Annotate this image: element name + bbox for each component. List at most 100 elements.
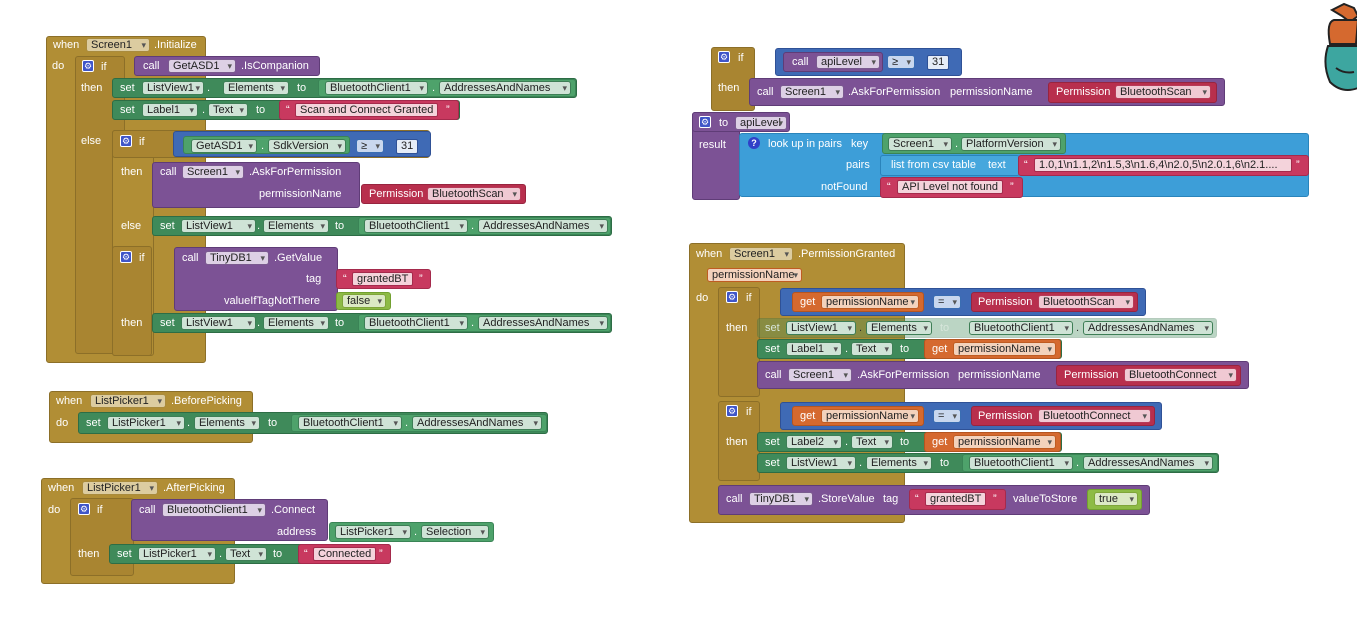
permission-dropdown[interactable]: BluetoothScan <box>427 187 521 201</box>
variable-dropdown[interactable]: permissionName <box>953 342 1056 356</box>
to-label: to <box>900 436 910 448</box>
component-dropdown[interactable]: ListPicker1 <box>107 416 185 430</box>
component-dropdown[interactable]: ListView1 <box>181 219 256 233</box>
if-label: if <box>746 292 752 304</box>
gear-icon[interactable]: ⚙ <box>726 291 738 303</box>
string-literal[interactable]: grantedBT <box>352 272 414 286</box>
variable-dropdown[interactable]: permissionName <box>953 435 1056 449</box>
property-dropdown[interactable]: Elements <box>263 316 329 330</box>
gear-icon[interactable]: ⚙ <box>120 251 132 263</box>
quote: “ <box>1024 159 1028 171</box>
component-dropdown[interactable]: Label1 <box>142 103 198 117</box>
component-dropdown[interactable]: BluetoothClient1 <box>162 503 266 517</box>
param-label: valueToStore <box>1013 493 1078 505</box>
property-dropdown[interactable]: Text <box>225 547 267 561</box>
component-dropdown[interactable]: BluetoothClient1 <box>364 316 468 330</box>
gear-icon[interactable]: ⚙ <box>718 51 730 63</box>
backpack-icon[interactable] <box>1320 2 1357 94</box>
component-dropdown[interactable]: ListPicker1 <box>335 525 411 539</box>
method-name: .IsCompanion <box>241 60 309 72</box>
operator-dropdown[interactable]: ≥ <box>356 139 384 153</box>
component-dropdown[interactable]: Screen1 <box>888 137 952 151</box>
string-literal[interactable]: API Level not found <box>897 180 1004 194</box>
component-dropdown[interactable]: GetASD1 <box>168 59 236 73</box>
result-label: result <box>699 139 726 151</box>
operator-dropdown[interactable]: = <box>933 295 961 309</box>
number-literal[interactable]: 31 <box>927 55 950 70</box>
component-dropdown[interactable]: ListPicker1 <box>82 481 158 495</box>
procedure-name-field[interactable]: apiLevel <box>735 116 787 130</box>
component-dropdown[interactable]: Screen1 <box>780 85 844 99</box>
component-dropdown[interactable]: ListView1 <box>181 316 256 330</box>
component-dropdown[interactable]: ListView1 <box>142 81 204 95</box>
method-name: .StoreValue <box>818 493 875 505</box>
gear-icon[interactable]: ⚙ <box>120 135 132 147</box>
component-dropdown[interactable]: TinyDB1 <box>749 492 813 506</box>
component-dropdown[interactable]: ListPicker1 <box>138 547 216 561</box>
logic-literal[interactable]: false <box>342 294 386 308</box>
procedure-dropdown[interactable]: apiLevel <box>816 55 880 69</box>
component-dropdown[interactable]: Screen1 <box>182 165 244 179</box>
to-label: to <box>940 322 950 334</box>
property-dropdown[interactable]: AddressesAndNames <box>1083 456 1213 470</box>
help-icon[interactable]: ? <box>748 137 760 149</box>
component-dropdown[interactable]: ListView1 <box>786 321 856 335</box>
component-dropdown[interactable]: Label2 <box>786 435 842 449</box>
param-chip[interactable]: permissionName <box>707 268 802 282</box>
gear-icon[interactable]: ⚙ <box>78 503 90 515</box>
component-dropdown[interactable]: Screen1 <box>86 38 150 52</box>
property-dropdown[interactable]: AddressesAndNames <box>439 81 571 95</box>
component-dropdown[interactable]: BluetoothClient1 <box>298 416 402 430</box>
property-dropdown[interactable]: Elements <box>263 219 329 233</box>
permission-dropdown[interactable]: BluetoothScan <box>1038 295 1134 309</box>
component-dropdown[interactable]: ListView1 <box>786 456 856 470</box>
permission-dropdown[interactable]: BluetoothConnect <box>1124 368 1237 382</box>
variable-dropdown[interactable]: permissionName <box>821 409 919 423</box>
property-dropdown[interactable]: Text <box>851 435 893 449</box>
component-dropdown[interactable]: Screen1 <box>729 247 793 261</box>
component-dropdown[interactable]: BluetoothClient1 <box>325 81 428 95</box>
component-dropdown[interactable]: TinyDB1 <box>205 251 269 265</box>
gear-icon[interactable]: ⚙ <box>82 60 94 72</box>
operator-dropdown[interactable]: = <box>933 409 961 423</box>
do-label: do <box>48 504 61 516</box>
variable-dropdown[interactable]: permissionName <box>821 295 919 309</box>
gear-icon[interactable]: ⚙ <box>699 116 711 128</box>
gear-icon[interactable]: ⚙ <box>726 405 738 417</box>
property-dropdown[interactable]: PlatformVersion <box>961 137 1061 151</box>
property-dropdown[interactable]: AddressesAndNames <box>478 316 608 330</box>
property-dropdown[interactable]: Elements <box>866 456 932 470</box>
quote: ” <box>1296 159 1300 171</box>
component-dropdown[interactable]: BluetoothClient1 <box>364 219 468 233</box>
property-dropdown[interactable]: SdkVersion <box>268 139 346 153</box>
component-dropdown[interactable]: Label1 <box>786 342 842 356</box>
quote: “ <box>304 548 308 560</box>
property-dropdown[interactable]: Elements <box>194 416 260 430</box>
if-label: if <box>101 61 107 73</box>
logic-literal[interactable]: true <box>1094 492 1138 506</box>
property-dropdown[interactable]: AddressesAndNames <box>1083 321 1213 335</box>
property-dropdown[interactable]: Text <box>208 103 248 117</box>
permission-dropdown[interactable]: BluetoothScan <box>1115 85 1211 99</box>
property-dropdown[interactable]: Text <box>851 342 893 356</box>
component-dropdown[interactable]: GetASD1 <box>191 139 257 153</box>
to-label: to <box>297 82 307 94</box>
property-dropdown[interactable]: Elements <box>223 81 289 95</box>
operator-dropdown[interactable]: ≥ <box>887 55 915 69</box>
method-name: .AskForPermission <box>848 86 941 98</box>
property-dropdown[interactable]: Elements <box>866 321 932 335</box>
component-dropdown[interactable]: BluetoothClient1 <box>969 321 1073 335</box>
string-literal[interactable]: Scan and Connect Granted <box>295 103 439 117</box>
property-dropdown[interactable]: AddressesAndNames <box>412 416 542 430</box>
string-literal[interactable]: grantedBT <box>925 492 987 506</box>
permission-dropdown[interactable]: BluetoothConnect <box>1038 409 1151 423</box>
component-dropdown[interactable]: BluetoothClient1 <box>969 456 1073 470</box>
string-literal[interactable]: Connected <box>313 547 377 561</box>
component-dropdown[interactable]: Screen1 <box>788 368 852 382</box>
property-dropdown[interactable]: Selection <box>421 525 489 539</box>
csv-string-literal[interactable]: 1.0,1\n1.1,2\n1.5,3\n1.6,4\n2.0,5\n2.0.1… <box>1034 158 1292 172</box>
to-label: to <box>335 220 345 232</box>
property-dropdown[interactable]: AddressesAndNames <box>478 219 608 233</box>
number-literal[interactable]: 31 <box>396 139 419 154</box>
component-dropdown[interactable]: ListPicker1 <box>90 394 166 408</box>
